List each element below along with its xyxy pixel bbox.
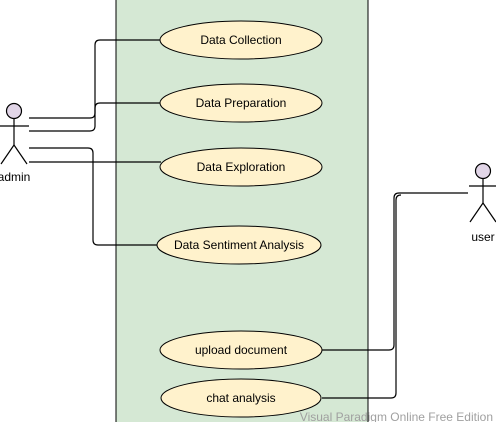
watermark-text: Visual Paradigm Online Free Edition [300,410,493,422]
use-case-label: Data Collection [200,33,281,47]
use-case-label: Data Sentiment Analysis [174,238,304,252]
use-case-upload-document[interactable]: upload document [159,330,323,370]
assoc-user-chat-analysis [322,194,402,399]
use-case-data-exploration[interactable]: Data Exploration [159,147,323,187]
admin-head-icon [5,102,23,120]
user-label: user [471,230,494,244]
user-head-icon [474,162,492,180]
use-case-label: chat analysis [206,391,275,405]
use-case-chat-analysis[interactable]: chat analysis [160,378,322,418]
use-case-label: Data Preparation [196,96,287,110]
assoc-user-upload-document [322,192,468,351]
use-case-label: upload document [195,343,288,357]
assoc-admin-data-sentiment-analysis [29,147,157,246]
use-case-data-collection[interactable]: Data Collection [159,20,323,60]
user-actor[interactable]: user [469,162,496,245]
use-case-data-sentiment-analysis[interactable]: Data Sentiment Analysis [156,225,322,265]
use-case-label: Data Exploration [197,160,286,174]
assoc-admin-data-collection [29,39,161,119]
admin-label: admin [0,170,30,184]
use-case-data-preparation[interactable]: Data Preparation [159,83,323,123]
admin-actor[interactable]: admin [0,102,30,185]
assoc-admin-data-preparation [29,102,161,132]
